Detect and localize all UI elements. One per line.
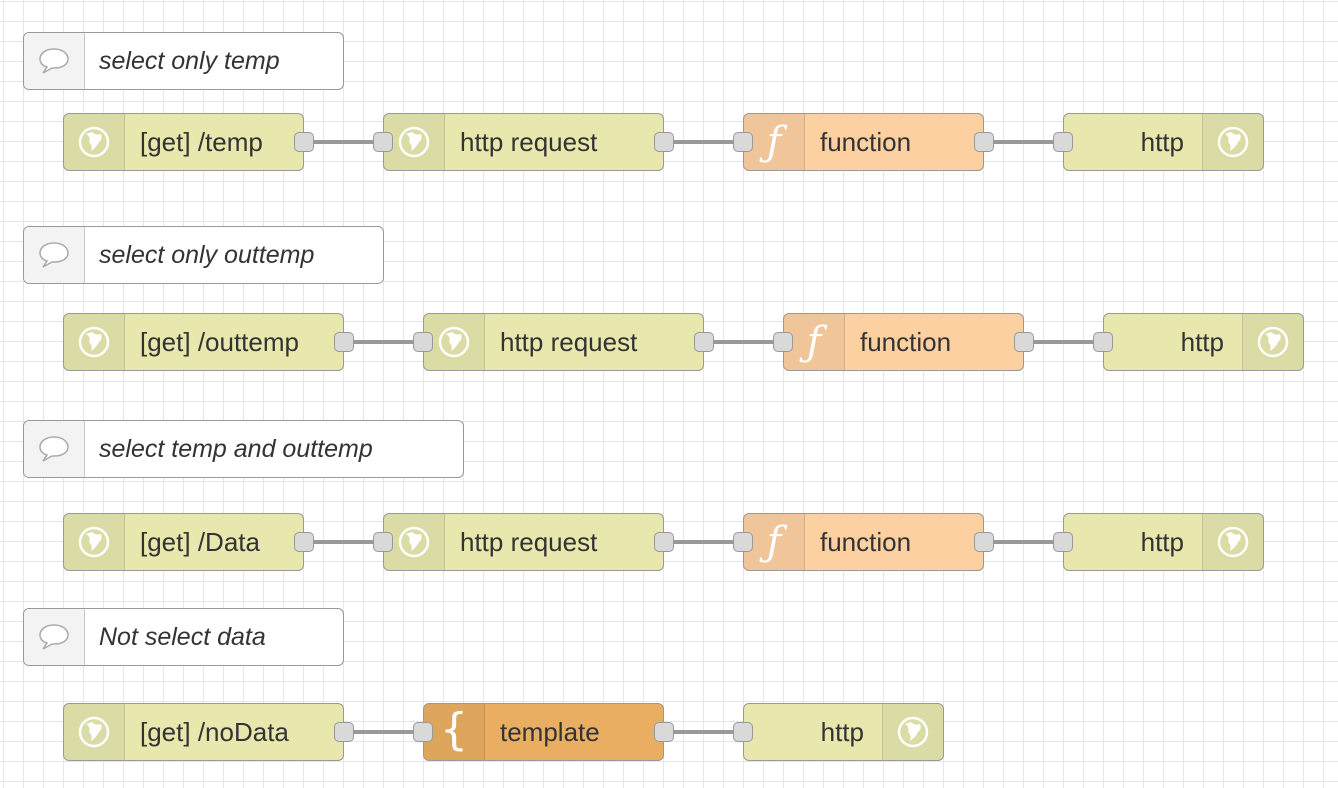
- node-label: http request: [460, 126, 598, 157]
- http-response-node[interactable]: http: [733, 703, 944, 761]
- comment-label: select temp and outtemp: [99, 434, 373, 463]
- template-brace-icon: {: [424, 704, 485, 760]
- function-node[interactable]: ƒ function: [733, 513, 994, 571]
- comment-bubble-icon: [24, 33, 85, 89]
- comment-label: select only temp: [99, 46, 280, 75]
- globe-icon: [1202, 514, 1263, 570]
- input-port[interactable]: [733, 532, 753, 552]
- http-in-node[interactable]: [get] /outtemp: [63, 313, 354, 371]
- output-port[interactable]: [1014, 332, 1034, 352]
- output-port[interactable]: [654, 132, 674, 152]
- comment-node[interactable]: select only temp: [23, 32, 344, 90]
- globe-icon: [384, 114, 445, 170]
- node-label: [get] /Data: [140, 526, 260, 557]
- comment-node[interactable]: select only outtemp: [23, 226, 384, 284]
- globe-icon: [882, 704, 943, 760]
- node-label: template: [500, 716, 600, 747]
- comment-label: Not select data: [99, 622, 266, 651]
- input-port[interactable]: [773, 332, 793, 352]
- input-port[interactable]: [413, 722, 433, 742]
- http-in-node[interactable]: [get] /noData: [63, 703, 354, 761]
- output-port[interactable]: [334, 332, 354, 352]
- output-port[interactable]: [334, 722, 354, 742]
- input-port[interactable]: [1053, 532, 1073, 552]
- function-node[interactable]: ƒ function: [733, 113, 994, 171]
- input-port[interactable]: [1093, 332, 1113, 352]
- input-port[interactable]: [373, 532, 393, 552]
- template-node[interactable]: { template: [413, 703, 674, 761]
- input-port[interactable]: [733, 722, 753, 742]
- output-port[interactable]: [654, 532, 674, 552]
- http-request-node[interactable]: http request: [373, 113, 674, 171]
- input-port[interactable]: [373, 132, 393, 152]
- node-label: function: [860, 326, 952, 357]
- comment-bubble-icon: [24, 227, 85, 283]
- http-in-node[interactable]: [get] /Data: [63, 513, 314, 571]
- globe-icon: [64, 114, 125, 170]
- node-label: function: [820, 526, 912, 557]
- globe-icon: [64, 314, 125, 370]
- http-response-node[interactable]: http: [1053, 113, 1264, 171]
- http-request-node[interactable]: http request: [373, 513, 674, 571]
- output-port[interactable]: [694, 332, 714, 352]
- comment-bubble-icon: [24, 421, 85, 477]
- input-port[interactable]: [733, 132, 753, 152]
- comment-label: select only outtemp: [99, 240, 315, 269]
- output-port[interactable]: [974, 132, 994, 152]
- input-port[interactable]: [413, 332, 433, 352]
- node-label: [get] /outtemp: [140, 326, 299, 357]
- function-icon: ƒ: [744, 114, 805, 170]
- globe-icon: [1202, 114, 1263, 170]
- comment-node[interactable]: select temp and outtemp: [23, 420, 464, 478]
- function-icon: ƒ: [784, 314, 845, 370]
- node-label: http request: [500, 326, 638, 357]
- node-label: [get] /temp: [140, 126, 263, 157]
- node-label: http: [1140, 526, 1184, 557]
- http-response-node[interactable]: http: [1053, 513, 1264, 571]
- node-label: function: [820, 126, 912, 157]
- function-node[interactable]: ƒ function: [773, 313, 1034, 371]
- globe-icon: [384, 514, 445, 570]
- output-port[interactable]: [974, 532, 994, 552]
- node-label: http request: [460, 526, 598, 557]
- output-port[interactable]: [294, 532, 314, 552]
- function-icon: ƒ: [744, 514, 805, 570]
- input-port[interactable]: [1053, 132, 1073, 152]
- comment-bubble-icon: [24, 609, 85, 665]
- globe-icon: [424, 314, 485, 370]
- node-label: http: [820, 716, 864, 747]
- node-label: [get] /noData: [140, 716, 289, 747]
- node-label: http: [1180, 326, 1224, 357]
- http-request-node[interactable]: http request: [413, 313, 714, 371]
- http-in-node[interactable]: [get] /temp: [63, 113, 314, 171]
- http-response-node[interactable]: http: [1093, 313, 1304, 371]
- globe-icon: [64, 514, 125, 570]
- output-port[interactable]: [654, 722, 674, 742]
- output-port[interactable]: [294, 132, 314, 152]
- comment-node[interactable]: Not select data: [23, 608, 344, 666]
- node-label: http: [1140, 126, 1184, 157]
- globe-icon: [1242, 314, 1303, 370]
- globe-icon: [64, 704, 125, 760]
